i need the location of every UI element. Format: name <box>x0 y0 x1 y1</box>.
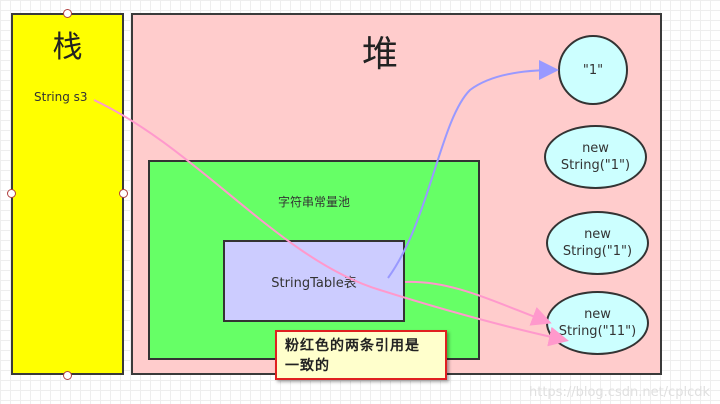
object-label-line1: new <box>582 141 609 156</box>
watermark: https://blog.csdn.net/cplcdk <box>529 385 710 400</box>
stack-variable-s3: String s3 <box>34 90 88 104</box>
object-label-line1: new <box>584 307 611 322</box>
heap-object-literal-1[interactable]: "1" <box>558 35 628 105</box>
string-table[interactable]: StringTable表 <box>223 240 405 322</box>
string-constant-pool-label: 字符串常量池 <box>277 195 350 209</box>
annotation-note: 粉红色的两条引用是 一致的 <box>275 330 447 380</box>
resize-handle-top[interactable] <box>63 9 72 18</box>
note-line1: 粉红色的两条引用是 <box>285 338 420 354</box>
resize-handle-right[interactable] <box>119 189 128 198</box>
resize-handle-left[interactable] <box>7 189 16 198</box>
arrow-stringtable-to-literal-1 <box>387 60 559 279</box>
note-line2: 一致的 <box>285 358 330 374</box>
heap-object-new-string-1-a[interactable]: new String("1") <box>544 125 647 189</box>
string-table-label: StringTable表 <box>271 275 357 291</box>
heap-object-new-string-1-b[interactable]: new String("1") <box>546 211 649 275</box>
arrow-stringtable-to-new-string-11 <box>404 280 552 326</box>
object-label-line2: String("11") <box>558 324 637 339</box>
stack-title: 栈 <box>52 30 83 65</box>
arrow-s3-to-new-string-11 <box>93 99 569 347</box>
resize-handle-bottom[interactable] <box>63 371 72 380</box>
object-label-line2: String("1") <box>562 244 633 259</box>
object-label: "1" <box>582 62 604 78</box>
object-label-line2: String("1") <box>560 158 631 173</box>
object-label-line1: new <box>584 227 611 242</box>
heap-title: 堆 <box>361 34 398 75</box>
